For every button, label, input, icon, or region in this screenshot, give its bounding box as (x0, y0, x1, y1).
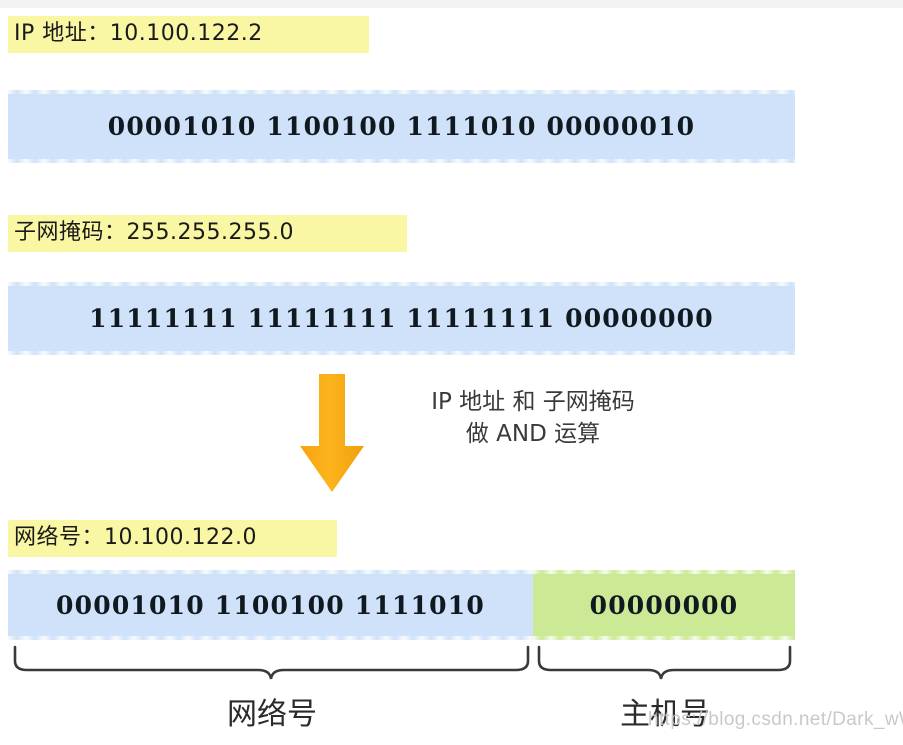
ip-address-label: IP 地址：10.100.122.2 (8, 16, 369, 53)
network-number-label: 网络号：10.100.122.0 (8, 520, 337, 557)
watermark-text: https://blog.csdn.net/Dark_wWw (648, 709, 903, 730)
result-network-text: 00001010 1100100 1111010 (56, 590, 485, 620)
brace-label-network: 网络号 (227, 697, 317, 732)
result-host-text: 00000000 (589, 590, 739, 620)
result-host-bar: 00000000 (533, 570, 795, 640)
mask-binary-text: 11111111 11111111 11111111 00000000 (89, 304, 714, 333)
and-operation-caption: IP 地址 和 子网掩码 做 AND 运算 (383, 386, 683, 450)
and-caption-line2: 做 AND 运算 (465, 421, 601, 447)
brace-group (0, 645, 903, 695)
curly-brace-network-icon (13, 645, 530, 680)
mask-binary-bar: 11111111 11111111 11111111 00000000 (8, 282, 795, 355)
ip-binary-bar: 00001010 1100100 1111010 00000010 (8, 90, 795, 163)
brace-label-host: 主机号 (620, 697, 710, 732)
top-strip (0, 0, 903, 8)
and-caption-line1: IP 地址 和 子网掩码 (431, 389, 635, 415)
ip-binary-text: 00001010 1100100 1111010 00000010 (107, 112, 696, 141)
down-arrow-icon (298, 372, 366, 494)
subnet-mask-label: 子网掩码：255.255.255.0 (8, 215, 407, 252)
curly-brace-host-icon (537, 645, 792, 680)
result-network-bar: 00001010 1100100 1111010 (8, 570, 533, 640)
